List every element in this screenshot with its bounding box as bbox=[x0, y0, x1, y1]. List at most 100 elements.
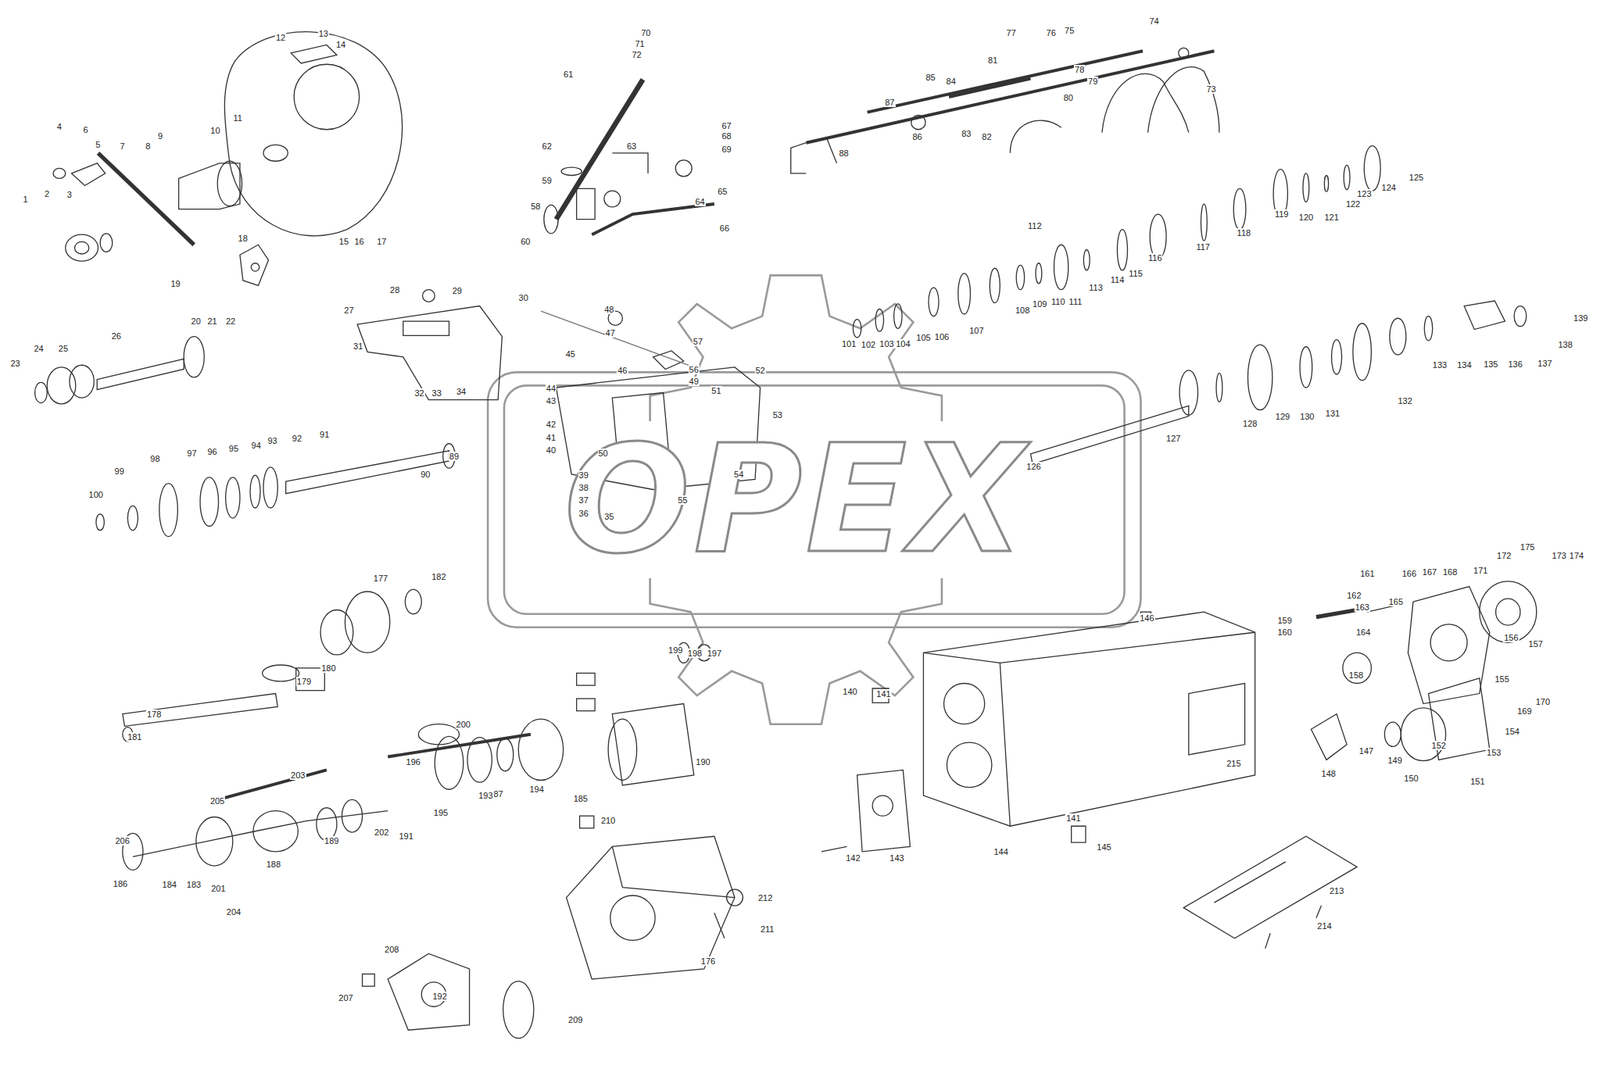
callout-number: 132 bbox=[1396, 396, 1413, 406]
callout-number: 47 bbox=[604, 328, 616, 338]
callout-number: 213 bbox=[1328, 886, 1345, 896]
callout-number: 165 bbox=[1388, 597, 1404, 607]
gearbox-parts bbox=[35, 32, 1537, 1039]
callout-number: 209 bbox=[567, 1015, 584, 1025]
callout-number: 25 bbox=[57, 343, 69, 354]
callout-number: 81 bbox=[987, 55, 999, 65]
callout-number: 29 bbox=[451, 286, 463, 296]
callout-number: 194 bbox=[528, 784, 545, 795]
callout-number: 40 bbox=[545, 445, 557, 455]
callout-number: 5 bbox=[94, 139, 101, 150]
callout-number: 124 bbox=[1381, 182, 1397, 193]
callout-number: 76 bbox=[1045, 28, 1057, 38]
callout-number: 113 bbox=[1088, 282, 1104, 293]
callout-number: 1 bbox=[22, 194, 29, 205]
callout-number: 53 bbox=[772, 410, 784, 420]
callout-number: 100 bbox=[88, 490, 104, 500]
callout-number: 150 bbox=[1403, 773, 1419, 784]
callout-number: 118 bbox=[1236, 228, 1253, 238]
callout-number: 200 bbox=[455, 719, 472, 730]
callout-number: 214 bbox=[1316, 921, 1332, 931]
callout-number: 16 bbox=[353, 236, 365, 247]
callout-number: 146 bbox=[1138, 613, 1155, 623]
callout-number: 34 bbox=[455, 386, 467, 397]
callout-number: 195 bbox=[433, 808, 449, 818]
callout-number: 215 bbox=[1225, 758, 1242, 769]
callout-number: 4 bbox=[56, 121, 63, 132]
callout-number: 92 bbox=[291, 433, 303, 444]
callout-number: 166 bbox=[1401, 569, 1418, 579]
callout-number: 123 bbox=[1356, 189, 1372, 199]
callout-number: 83 bbox=[960, 128, 972, 139]
callout-number: 177 bbox=[372, 573, 389, 584]
callout-number: 127 bbox=[1165, 433, 1182, 444]
callout-number: 103 bbox=[878, 339, 895, 349]
callout-number: 32 bbox=[413, 388, 425, 398]
callout-number: 139 bbox=[1572, 313, 1589, 323]
callout-number: 179 bbox=[296, 676, 312, 687]
callout-number: 19 bbox=[169, 279, 181, 289]
callout-number: 170 bbox=[1535, 697, 1551, 707]
callout-number: 33 bbox=[431, 388, 443, 398]
callout-number: 130 bbox=[1299, 411, 1315, 422]
callout-number: 17 bbox=[375, 236, 387, 247]
callout-number: 52 bbox=[754, 365, 766, 376]
callout-number: 51 bbox=[710, 386, 722, 396]
callout-number: 121 bbox=[1323, 212, 1339, 222]
callout-number: 98 bbox=[149, 454, 161, 464]
callout-number: 204 bbox=[225, 907, 242, 917]
callout-number: 88 bbox=[838, 148, 850, 158]
callout-number: 157 bbox=[1528, 639, 1544, 649]
callout-number: 117 bbox=[1195, 242, 1211, 252]
callout-number: 148 bbox=[1320, 769, 1337, 779]
callout-number: 105 bbox=[915, 332, 931, 343]
callout-number: 155 bbox=[1493, 674, 1510, 684]
callout-number: 186 bbox=[112, 879, 129, 889]
callout-number: 74 bbox=[1148, 16, 1160, 26]
callout-number: 183 bbox=[186, 880, 202, 890]
callout-number: 160 bbox=[1276, 627, 1293, 638]
callout-number: 22 bbox=[225, 316, 237, 326]
callout-number: 162 bbox=[1345, 590, 1362, 601]
callout-number: 125 bbox=[1408, 172, 1425, 183]
callout-number: 159 bbox=[1276, 615, 1293, 626]
callout-number: 77 bbox=[1005, 28, 1017, 38]
callout-number: 86 bbox=[912, 132, 924, 142]
callout-number: 41 bbox=[545, 433, 557, 443]
callout-number: 193 bbox=[477, 791, 494, 801]
callout-number: 181 bbox=[126, 732, 143, 742]
callout-number: 48 bbox=[603, 304, 615, 315]
callout-number: 27 bbox=[343, 305, 355, 315]
callout-number: 134 bbox=[1456, 360, 1472, 370]
callout-number: 107 bbox=[968, 325, 985, 336]
watermark: OPEX bbox=[564, 425, 1028, 575]
callout-number: 188 bbox=[265, 859, 282, 870]
callout-number: 173 bbox=[1551, 551, 1568, 561]
callout-number: 7 bbox=[119, 141, 126, 151]
callout-number: 60 bbox=[519, 236, 531, 247]
callout-number: 39 bbox=[578, 470, 590, 480]
callout-number: 102 bbox=[860, 340, 877, 350]
callout-number: 24 bbox=[32, 343, 44, 354]
callout-number: 80 bbox=[1063, 93, 1074, 103]
callout-number: 144 bbox=[992, 847, 1009, 857]
callout-number: 69 bbox=[720, 144, 732, 154]
callout-number: 65 bbox=[716, 186, 728, 197]
callout-number: 149 bbox=[1386, 755, 1403, 766]
callout-number: 198 bbox=[687, 648, 703, 659]
callout-number: 37 bbox=[578, 495, 590, 505]
callout-number: 116 bbox=[1147, 253, 1164, 263]
callout-number: 171 bbox=[1472, 565, 1489, 576]
callout-number: 35 bbox=[603, 511, 615, 522]
callout-number: 192 bbox=[431, 991, 448, 1002]
callout-number: 97 bbox=[186, 448, 197, 459]
callout-number: 110 bbox=[1050, 297, 1067, 307]
callout-number: 68 bbox=[720, 131, 732, 141]
callout-number: 142 bbox=[844, 853, 861, 863]
callout-number: 212 bbox=[757, 893, 774, 903]
callout-number: 108 bbox=[1014, 305, 1031, 315]
callout-number: 57 bbox=[692, 336, 704, 347]
callout-number: 6 bbox=[82, 125, 90, 135]
